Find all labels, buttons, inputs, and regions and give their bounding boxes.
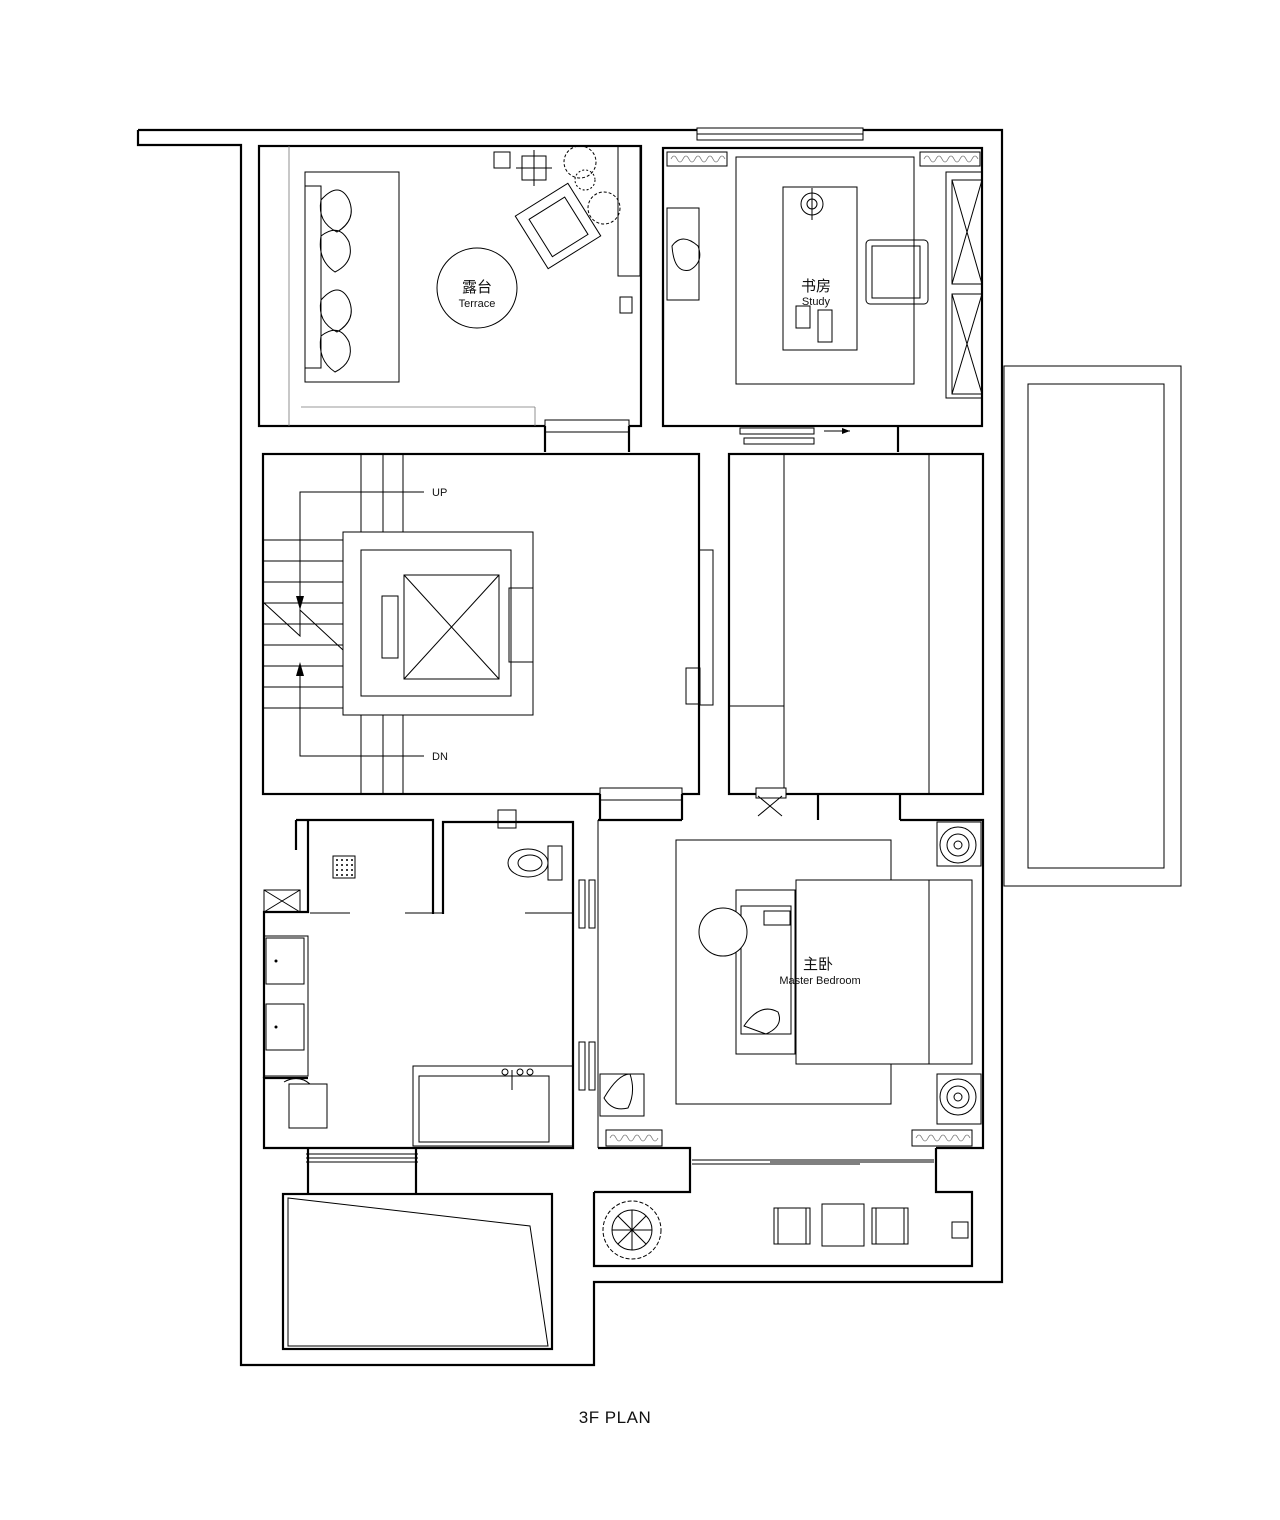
vanity-sinks (263, 935, 309, 1077)
toilet (497, 809, 563, 881)
side-table (698, 907, 748, 957)
master-bedroom-label-cn: 主卧 (803, 955, 833, 973)
walk-in-closet (727, 452, 985, 820)
terrace-label-en: Terrace (459, 298, 496, 310)
room-labels: 露台 Terrace 书房 Study 主卧 Master Bedroom (459, 277, 861, 987)
plant-icon (563, 145, 621, 225)
terrace-label-cn: 露台 (462, 278, 492, 296)
bathtub (412, 1065, 574, 1147)
lounge-chair (514, 182, 602, 270)
study-room (661, 146, 984, 452)
stair-treads (263, 539, 343, 709)
elevator (342, 531, 534, 716)
study-label-cn: 书房 (801, 277, 831, 295)
sofa (304, 171, 400, 383)
stair-down-label: DN (432, 751, 448, 763)
lower-terrace (281, 1148, 554, 1351)
stair-core: UP DN (261, 452, 714, 820)
master-bedroom-label-en: Master Bedroom (779, 975, 860, 987)
plant-icon (602, 1200, 662, 1260)
lamp-icon (936, 821, 982, 1125)
master-bedroom (592, 818, 985, 1268)
bathroom (262, 809, 599, 1150)
outdoor-deck (1003, 365, 1182, 887)
stair-up-label: UP (432, 487, 447, 499)
terrace-room (257, 144, 643, 452)
study-label-en: Study (802, 296, 831, 308)
bedroom-balcony (602, 1200, 969, 1260)
bed (795, 879, 973, 1065)
round-table (436, 247, 518, 329)
plan-title: 3F PLAN (579, 1408, 651, 1427)
exterior-walls (136, 127, 1004, 1367)
